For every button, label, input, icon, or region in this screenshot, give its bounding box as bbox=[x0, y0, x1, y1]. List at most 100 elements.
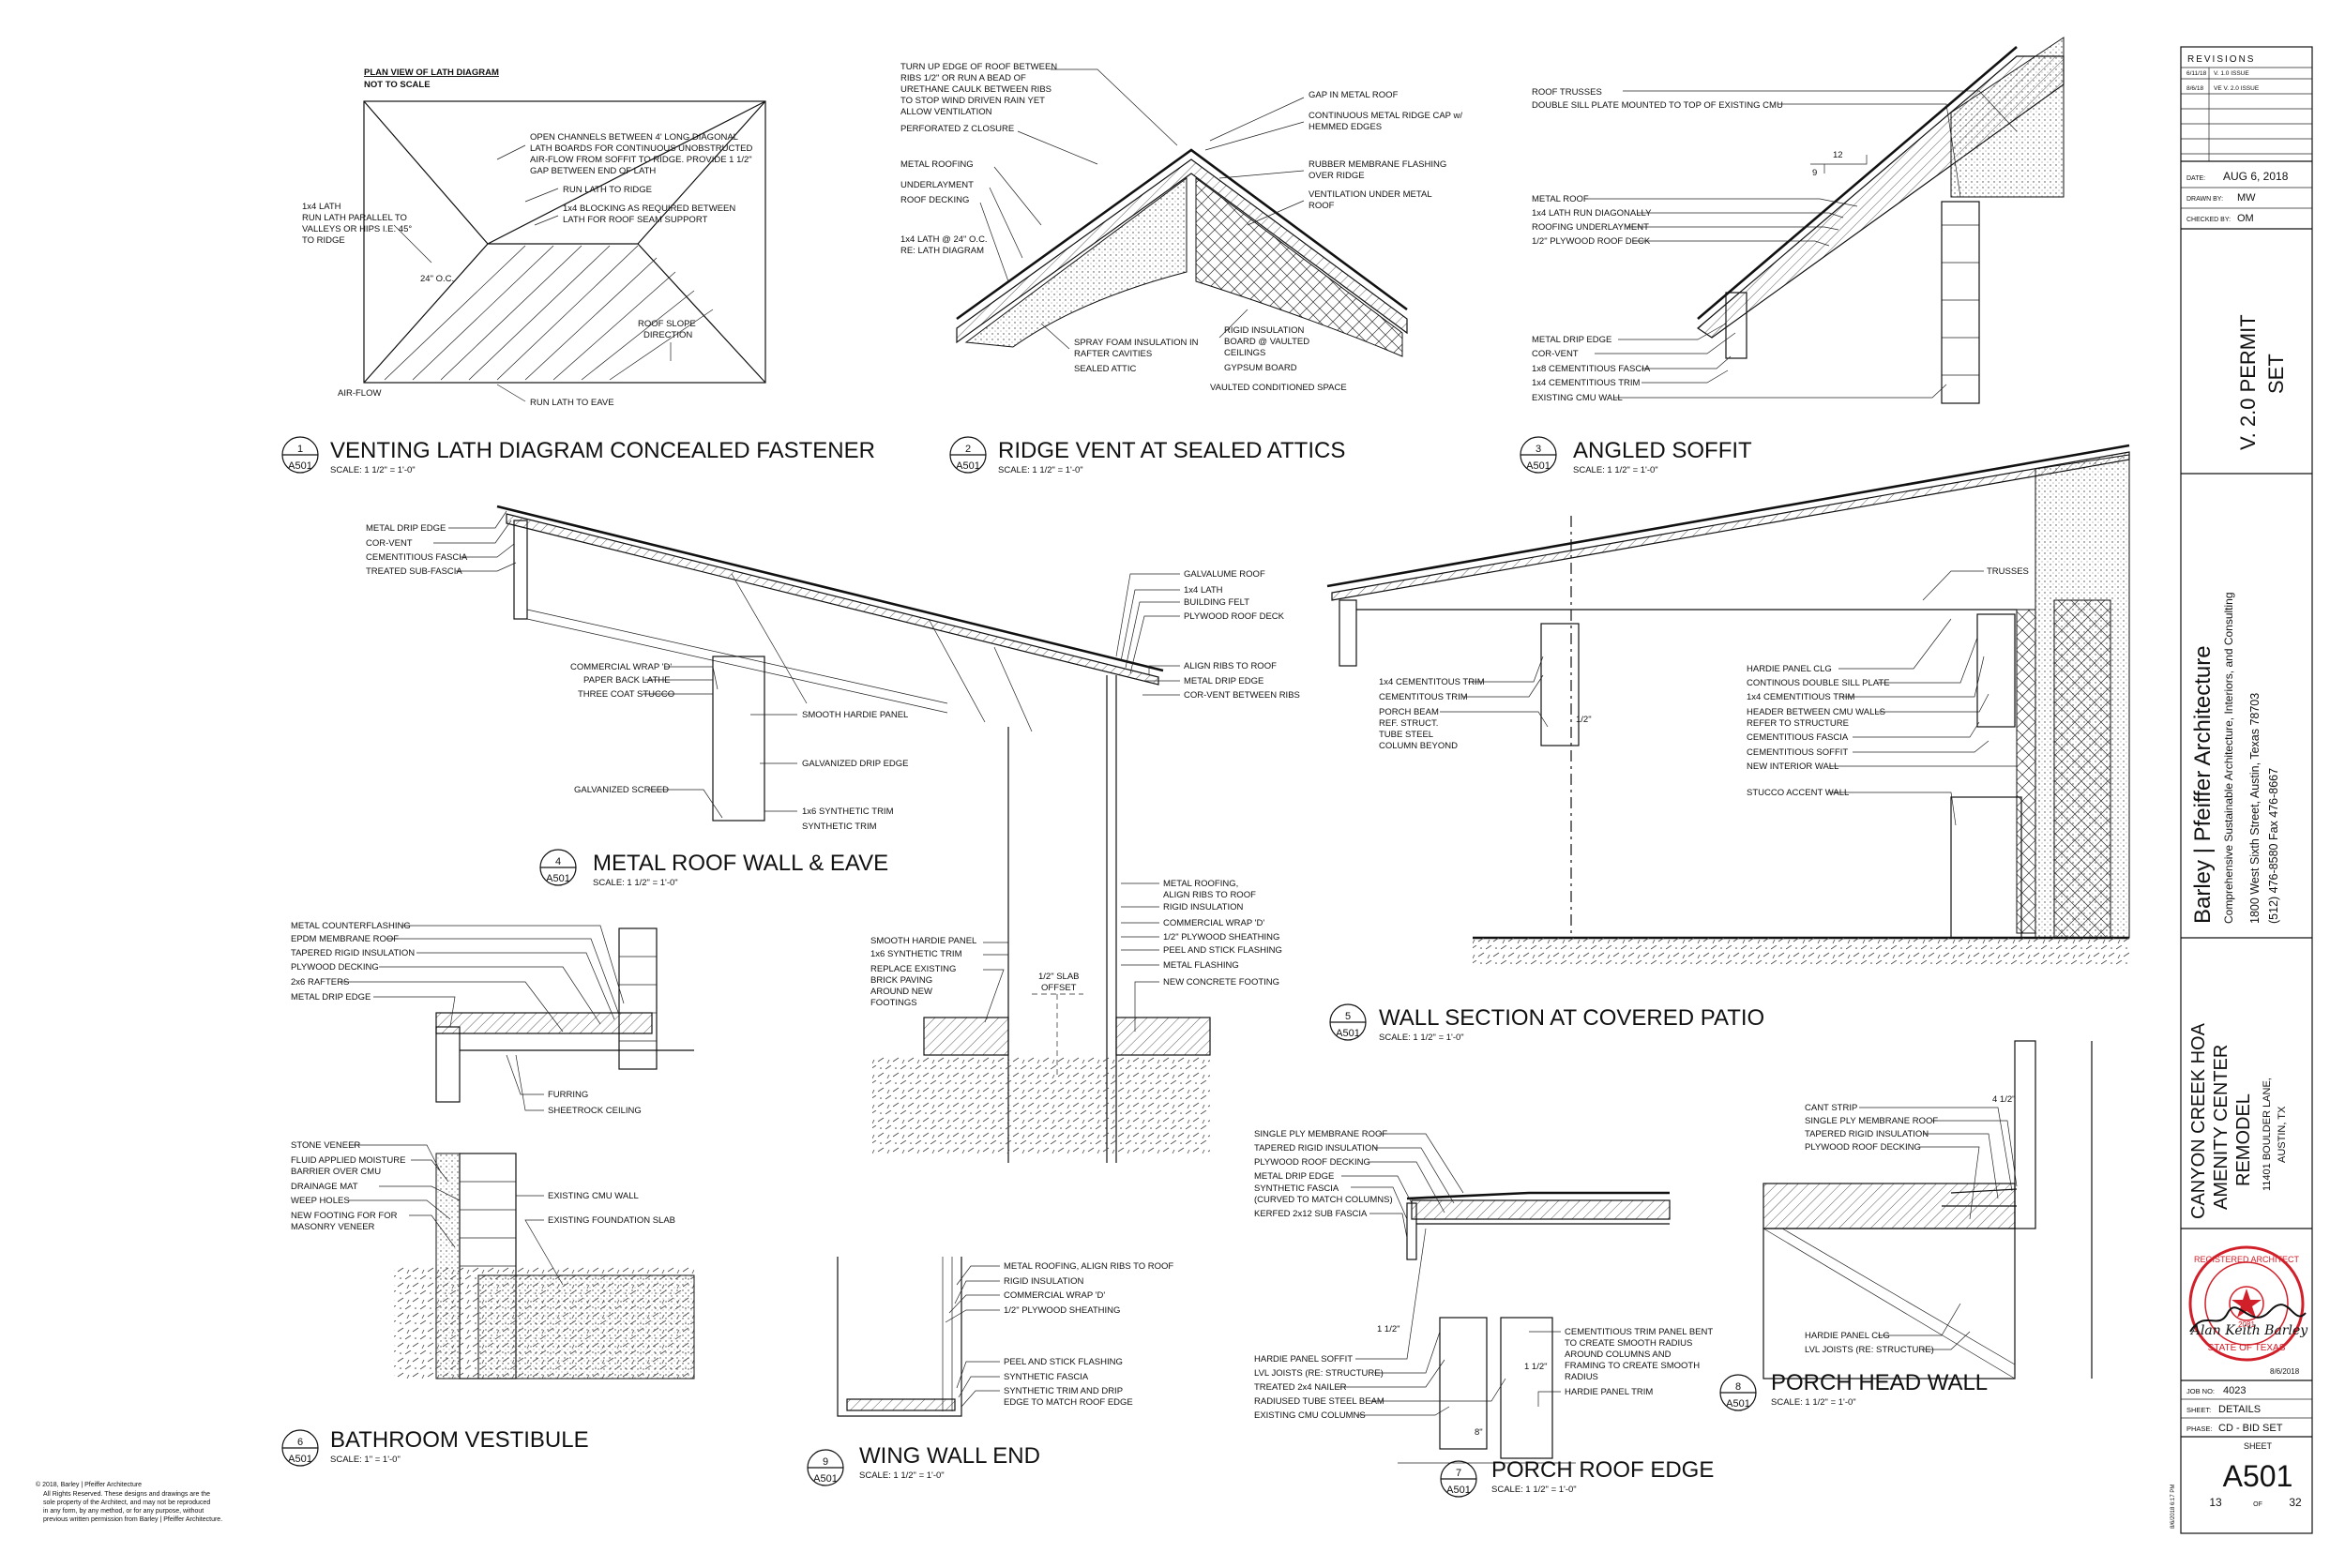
d4-paving-left bbox=[923, 1017, 1009, 1056]
d5-note-r10: STUCCO ACCENT WALL bbox=[1747, 788, 1849, 798]
plot-stamp: 8/6/2018 6:17 PM bbox=[2171, 1485, 2176, 1529]
d5-note-r8: CEMENTITIOUS SOFFIT bbox=[1747, 747, 1848, 758]
date-label: DATE: bbox=[2186, 175, 2205, 182]
d9-note-8: EDGE TO MATCH ROOF EDGE bbox=[1004, 1397, 1133, 1408]
d7-title: PORCH ROOF EDGE bbox=[1491, 1457, 1714, 1483]
detail-3: 12 9 ROOF TRUSSES DOUBLE SILL PLATE MOUN… bbox=[1520, 37, 2065, 475]
d2-note-l7: METAL ROOFING bbox=[900, 159, 974, 170]
d3-leaders bbox=[1585, 90, 2018, 399]
d4-note-lw4: COMMERCIAL WRAP 'D' bbox=[1163, 918, 1264, 928]
d2-note-l5: ALLOW VENTILATION bbox=[900, 107, 992, 117]
d5-note-r1: TRUSSES bbox=[1987, 566, 2029, 577]
d4-note-r4: PLYWOOD ROOF DECK bbox=[1184, 611, 1285, 622]
d2-note-b3: SEALED ATTIC bbox=[1074, 364, 1136, 374]
d1-note-7: LATH FOR ROOF SEAM SUPPORT bbox=[563, 215, 708, 225]
d9-note-2: RIGID INSULATION bbox=[1004, 1276, 1083, 1287]
d4-note-lw6: PEEL AND STICK FLASHING bbox=[1163, 945, 1282, 956]
d1-note-12: ROOF SLOPE bbox=[638, 319, 696, 329]
d1-lath-rows bbox=[384, 245, 714, 381]
d7-note-t7: KERFED 2x12 SUB FASCIA bbox=[1254, 1209, 1368, 1219]
job-value: 4023 bbox=[2223, 1385, 2246, 1396]
d9-wall-layers bbox=[942, 1257, 953, 1411]
d4-note-lw5: 1/2" PLYWOOD SHEATHING bbox=[1163, 932, 1279, 942]
d7-dim-3: 8" bbox=[1475, 1427, 1483, 1438]
d6-note-t2: EPDM MEMBRANE ROOF bbox=[291, 934, 399, 944]
d2-note-l6: PERFORATED Z CLOSURE bbox=[900, 124, 1014, 134]
d4-note-r2: 1x4 LATH bbox=[1184, 585, 1223, 596]
d1-note-10: VALLEYS OR HIPS I.E. 45° bbox=[302, 224, 412, 234]
project-line-1: CANYON CREEK HOA bbox=[2188, 1022, 2209, 1219]
d8-note-b2: LVL JOISTS (RE: STRUCTURE) bbox=[1805, 1345, 1934, 1355]
d2-note-l11: RE: LATH DIAGRAM bbox=[900, 246, 984, 256]
copyright-body-1: All Rights Reserved. These designs and d… bbox=[43, 1491, 210, 1498]
detail-7: 1 1/2" 1 1/2" 8" SINGLE PLY MEMBRANE ROO… bbox=[1254, 1129, 1714, 1498]
d6-cmu-parapet bbox=[618, 927, 658, 1070]
d8-note-t3: TAPERED RIGID INSULATION bbox=[1805, 1129, 1929, 1139]
d4-roof-deck bbox=[506, 513, 1159, 686]
d4-note-m1: SMOOTH HARDIE PANEL bbox=[802, 710, 908, 720]
d1-note-1: OPEN CHANNELS BETWEEN 4' LONG DIAGONAL bbox=[530, 132, 738, 143]
d2-ref: A501 bbox=[956, 460, 980, 472]
drawn-label: DRAWN BY: bbox=[2186, 196, 2223, 203]
d2-note-l8: UNDERLAYMENT bbox=[900, 180, 974, 190]
date-value: AUG 6, 2018 bbox=[2223, 170, 2289, 183]
d5-ref: A501 bbox=[1336, 1028, 1360, 1039]
d6-note-r1: EXISTING CMU WALL bbox=[548, 1191, 639, 1201]
d5-num: 5 bbox=[1345, 1011, 1351, 1022]
d4-note-m4: SYNTHETIC TRIM bbox=[802, 822, 877, 832]
d6-foundation bbox=[477, 1274, 695, 1380]
d1-note-15: RUN LATH TO EAVE bbox=[530, 398, 614, 408]
d6-note-lw7: MASONRY VENEER bbox=[291, 1222, 375, 1232]
d4-title: METAL ROOF WALL & EAVE bbox=[593, 851, 888, 876]
d3-num: 3 bbox=[1536, 444, 1541, 455]
d2-deck bbox=[956, 158, 1408, 344]
d4-note-ll3: REPLACE EXISTING bbox=[870, 964, 956, 974]
rev-1-desc: V. 1.0 ISSUE bbox=[2214, 70, 2249, 77]
d9-note-7: SYNTHETIC TRIM AND DRIP bbox=[1004, 1386, 1123, 1396]
d4-note-ll4: BRICK PAVING bbox=[870, 975, 932, 986]
d5-note-l3: PORCH BEAM bbox=[1379, 707, 1439, 717]
d4-scale: SCALE: 1 1/2" = 1'-0" bbox=[593, 878, 678, 888]
d4-note-r3: BUILDING FELT bbox=[1184, 597, 1249, 608]
d3-note-4: 1x4 LATH RUN DIAGONALLY bbox=[1532, 208, 1652, 219]
d4-note-lw8: NEW CONCRETE FOOTING bbox=[1163, 977, 1279, 988]
d1-note-11: TO RIDGE bbox=[302, 235, 345, 246]
rev-1-date: 6/11/18 bbox=[2186, 70, 2207, 77]
d1-title: VENTING LATH DIAGRAM CONCEALED FASTENER bbox=[330, 438, 875, 463]
d6-cmu-lines bbox=[460, 1181, 516, 1267]
checked-label: CHECKED BY: bbox=[2186, 217, 2231, 223]
sheet-index: 13 bbox=[2209, 1496, 2222, 1509]
d5-fascia bbox=[1339, 599, 1357, 667]
d2-note-r4: RUBBER MEMBRANE FLASHING bbox=[1309, 159, 1446, 170]
d8-joist-lines bbox=[1763, 1228, 2016, 1380]
d8-num: 8 bbox=[1735, 1381, 1741, 1393]
d7-dim-2: 1 1/2" bbox=[1524, 1362, 1548, 1372]
d8-roof-assembly bbox=[1763, 1183, 2016, 1229]
d1-note-3: AIR-FLOW FROM SOFFIT TO RIDGE. PROVIDE 1… bbox=[530, 155, 752, 165]
d5-note-l5: TUBE STEEL bbox=[1379, 730, 1433, 740]
d4-paving-right bbox=[1115, 1017, 1211, 1056]
d1-plan-sub: NOT TO SCALE bbox=[364, 80, 431, 90]
seal-state: STATE OF TEXAS bbox=[2208, 1343, 2286, 1353]
d8-joist-space bbox=[1763, 1228, 2016, 1380]
d7-note-b1: HARDIE PANEL SOFFIT bbox=[1254, 1354, 1353, 1364]
d6-roof-assembly bbox=[435, 1012, 653, 1034]
d3-note-8: COR-VENT bbox=[1532, 349, 1579, 359]
d7-note-b2: LVL JOISTS (RE: STRUCTURE) bbox=[1254, 1368, 1384, 1379]
d1-hip-lines bbox=[363, 100, 766, 384]
sheet-of: OF bbox=[2253, 1501, 2262, 1508]
d9-leaders bbox=[945, 1265, 1000, 1408]
sheet-value: DETAILS bbox=[2218, 1404, 2261, 1415]
d7-note-r2: TO CREATE SMOOTH RADIUS bbox=[1565, 1338, 1692, 1349]
d7-note-r4: FRAMING TO CREATE SMOOTH bbox=[1565, 1361, 1700, 1371]
d2-num: 2 bbox=[965, 444, 971, 455]
d7-cmu-column bbox=[1439, 1317, 1488, 1450]
d2-note-r5: OVER RIDGE bbox=[1309, 171, 1365, 181]
d5-dim: 1/2" bbox=[1576, 715, 1592, 725]
d7-note-t5: SYNTHETIC FASCIA bbox=[1254, 1184, 1339, 1194]
d2-note-b4: RIGID INSULATION bbox=[1224, 325, 1304, 336]
d3-slope-rise: 9 bbox=[1812, 168, 1817, 178]
d8-dim: 4 1/2" bbox=[1992, 1094, 2016, 1105]
d2-note-b6: CEILINGS bbox=[1224, 348, 1265, 358]
d6-note-lw3: BARRIER OVER CMU bbox=[291, 1167, 381, 1177]
